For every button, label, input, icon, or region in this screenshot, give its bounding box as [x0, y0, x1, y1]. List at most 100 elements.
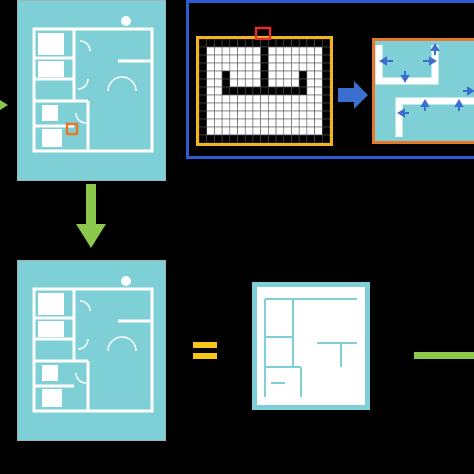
grid-cell	[260, 62, 269, 72]
grid-cell	[275, 134, 285, 143]
grid-cell	[321, 78, 330, 88]
grid-cell	[260, 118, 269, 128]
grid-cell	[199, 94, 208, 104]
grid-cell	[221, 118, 231, 128]
grid-cell	[321, 46, 330, 56]
grid-cell	[214, 54, 223, 64]
arrow-down-icon	[76, 184, 106, 248]
grid-cell	[260, 126, 269, 136]
grid-cell	[199, 134, 208, 143]
grid-cell	[199, 54, 208, 64]
grid-cell	[260, 39, 269, 48]
grid-cell	[314, 78, 323, 88]
grid-cell	[275, 78, 285, 88]
grid-cell	[298, 78, 308, 88]
grid-cell	[260, 46, 269, 56]
grid-cell	[199, 86, 208, 96]
grid-cell	[206, 102, 215, 112]
grid-cell	[214, 94, 223, 104]
grid-cell	[298, 134, 308, 143]
grid-cell	[321, 110, 330, 120]
grid-cell	[206, 70, 215, 80]
grid-cell	[268, 62, 277, 72]
grid-cell	[244, 118, 254, 128]
grid-cell	[268, 86, 277, 96]
grid-cell	[229, 94, 238, 104]
detail-frame	[186, 0, 474, 159]
grid-cell	[275, 46, 285, 56]
grid-cell	[275, 102, 285, 112]
grid-cell	[268, 54, 277, 64]
grid-cell	[291, 118, 300, 128]
grid-cell	[298, 54, 308, 64]
grid-cell	[268, 94, 277, 104]
grid-cell	[306, 86, 315, 96]
grid-cell	[321, 86, 330, 96]
grid-cell	[244, 46, 254, 56]
grid-cell	[306, 46, 315, 56]
grid-cell	[283, 134, 292, 143]
grid-cell	[244, 102, 254, 112]
direction-detail-panel	[372, 38, 474, 144]
grid-cell	[229, 39, 238, 48]
grid-cell	[275, 86, 285, 96]
grid-cell	[214, 39, 223, 48]
grid-cell	[221, 126, 231, 136]
grid-cell	[321, 134, 330, 143]
grid-cell	[298, 39, 308, 48]
grid-cell	[314, 94, 323, 104]
grid-cell	[291, 126, 300, 136]
grid-cell	[252, 54, 261, 64]
grid-cell	[291, 70, 300, 80]
grid-cell	[206, 110, 215, 120]
extracted-walls-icon	[257, 287, 365, 405]
grid-cell	[214, 62, 223, 72]
grid-cell	[314, 62, 323, 72]
grid-cell	[252, 126, 261, 136]
grid-cell	[298, 110, 308, 120]
input-floorplan-panel	[17, 0, 166, 181]
grid-cell	[291, 102, 300, 112]
grid-cell	[237, 126, 246, 136]
grid-cell	[214, 110, 223, 120]
grid-cell	[199, 39, 208, 48]
grid-cell	[252, 110, 261, 120]
grid-cell	[244, 39, 254, 48]
grid-cell	[275, 39, 285, 48]
grid-cell	[291, 134, 300, 143]
grid-cell	[214, 134, 223, 143]
grid-cell	[260, 102, 269, 112]
grid-marker-icon	[254, 26, 272, 40]
grid-cell	[244, 54, 254, 64]
grid-cell	[221, 102, 231, 112]
grid-cell	[283, 86, 292, 96]
grid-cell	[206, 126, 215, 136]
grid-cell	[314, 39, 323, 48]
grid-cell	[291, 86, 300, 96]
grid-cell	[298, 102, 308, 112]
grid-cell	[275, 110, 285, 120]
grid-cell	[229, 102, 238, 112]
grid-cell	[237, 86, 246, 96]
grid-cell	[275, 126, 285, 136]
grid-cell	[283, 102, 292, 112]
grid-cell	[244, 94, 254, 104]
grid-cell	[283, 70, 292, 80]
grid-cell	[221, 86, 231, 96]
floorplan-walls-icon	[32, 276, 154, 413]
grid-cell	[283, 54, 292, 64]
grid-cell	[252, 94, 261, 104]
grid-cell	[298, 126, 308, 136]
grid-cell	[237, 102, 246, 112]
grid-cell	[206, 134, 215, 143]
output-walls-panel	[252, 282, 370, 410]
grid-cell	[221, 78, 231, 88]
grid-cell	[237, 62, 246, 72]
grid-cell	[199, 78, 208, 88]
grid-cell	[283, 126, 292, 136]
grid-cell	[221, 46, 231, 56]
grid-cell	[321, 94, 330, 104]
grid-cell	[275, 62, 285, 72]
grid-cell	[268, 102, 277, 112]
grid-cell	[244, 62, 254, 72]
